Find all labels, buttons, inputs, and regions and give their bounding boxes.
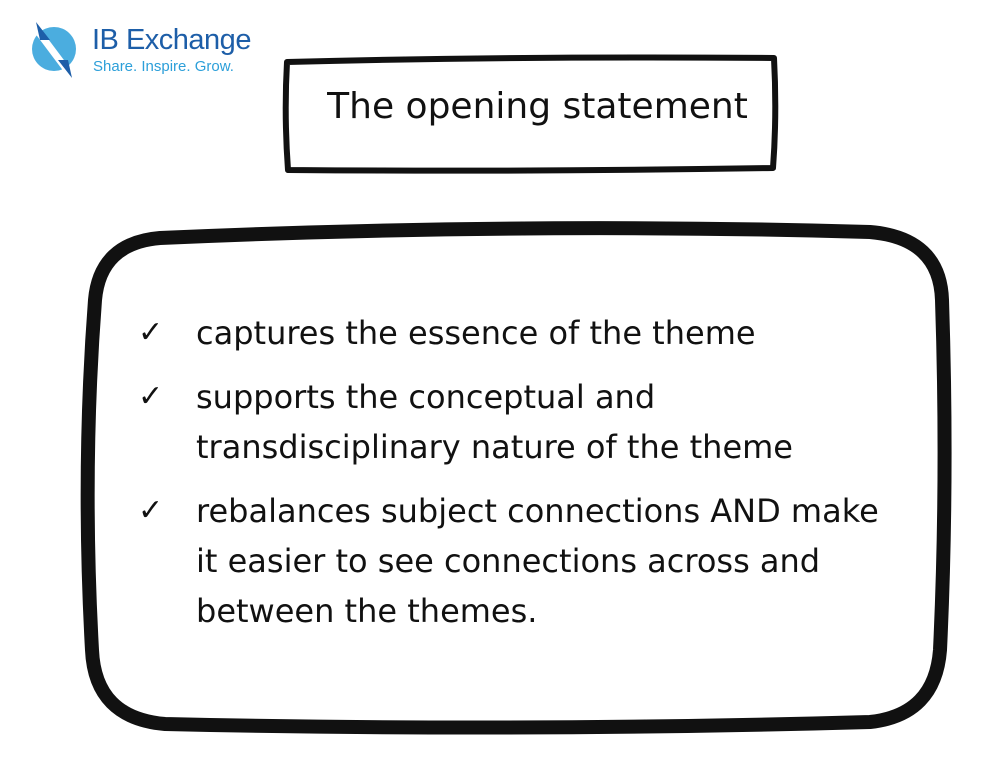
list-item: ✓ supports the conceptual and transdisci… bbox=[138, 372, 898, 472]
bullet-text: captures the essence of the theme bbox=[196, 314, 756, 352]
content-box bbox=[80, 221, 952, 735]
bullet-list: ✓ captures the essence of the theme ✓ su… bbox=[138, 308, 898, 650]
slide-title: The opening statement bbox=[327, 86, 748, 127]
check-icon: ✓ bbox=[138, 493, 164, 528]
check-icon: ✓ bbox=[138, 379, 164, 414]
list-item: ✓ rebalances subject connections AND mak… bbox=[138, 486, 898, 636]
check-icon: ✓ bbox=[138, 315, 164, 350]
title-box bbox=[282, 54, 779, 174]
logo-mark-icon bbox=[31, 22, 76, 78]
bullet-text: rebalances subject connections AND make … bbox=[196, 492, 879, 630]
list-item: ✓ captures the essence of the theme bbox=[138, 308, 898, 358]
logo-name: IB Exchange bbox=[92, 24, 251, 56]
ib-exchange-logo: IB Exchange Share. Inspire. Grow. bbox=[26, 16, 266, 80]
bullet-text: supports the conceptual and transdiscipl… bbox=[196, 378, 793, 466]
logo-tagline: Share. Inspire. Grow. bbox=[93, 58, 234, 75]
